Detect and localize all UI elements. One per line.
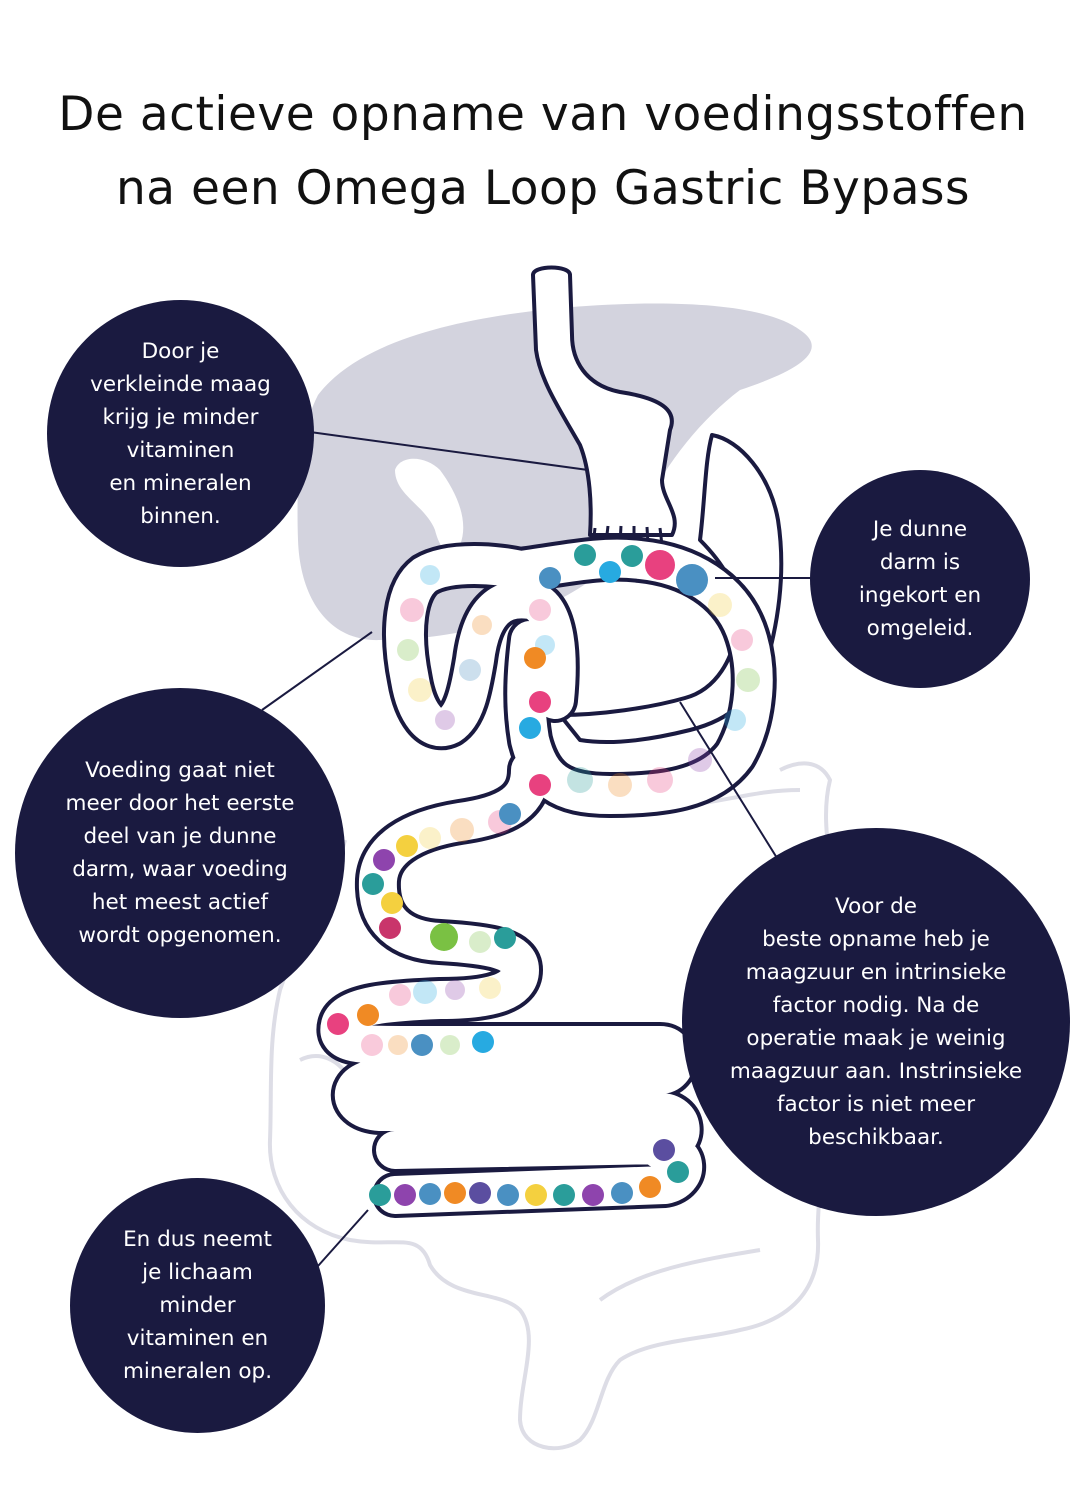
callout-acid-line: factor nodig. Na de <box>772 993 980 1018</box>
callout-intestine-line: darm is <box>879 550 961 575</box>
callout-acid-line: Voor de <box>835 894 917 919</box>
callout-intestine-line: Je dunne <box>872 517 968 542</box>
callout-bypass-line: Voeding gaat niet <box>85 758 275 783</box>
callout-intestine-line: ingekort en <box>858 583 982 608</box>
callout-intestine: Je dunne darm is ingekort en omgeleid. <box>810 470 1030 688</box>
callout-result: En dus neemt je lichaam minder vitaminen… <box>70 1178 325 1433</box>
callout-result-line: mineralen op. <box>122 1359 273 1384</box>
page-title: De actieve opname van voedingsstoffen na… <box>0 78 1086 226</box>
title-line-1: De actieve opname van voedingsstoffen <box>58 87 1028 142</box>
callout-bypass-line: het meest actief <box>91 890 269 915</box>
callout-bypass-line: darm, waar voeding <box>72 857 288 882</box>
callout-stomach-line: verkleinde maag <box>90 371 271 397</box>
callout-stomach-line: binnen. <box>140 503 221 529</box>
callout-acid-line: operatie maak je weinig <box>746 1026 1006 1051</box>
callout-acid-line: beschikbaar. <box>808 1125 944 1150</box>
callout-stomach-line: vitaminen <box>126 437 235 463</box>
callout-bypass-line: meer door het eerste <box>65 791 295 816</box>
callout-result-line: je lichaam <box>142 1260 253 1285</box>
callout-stomach-line: Door je <box>141 338 220 364</box>
esophagus-outline <box>531 265 677 537</box>
callout-acid-line: maagzuur en intrinsieke <box>745 960 1007 985</box>
callout-acid-line: beste opname heb je <box>762 927 990 952</box>
callout-stomach-line: krijg je minder <box>102 404 259 430</box>
gallbladder-shape <box>395 458 464 553</box>
callout-acid: Voor de beste opname heb je maagzuur en … <box>682 828 1070 1216</box>
callout-result-line: minder <box>159 1293 236 1318</box>
nutrient-dots <box>327 544 708 1206</box>
callout-acid-line: factor is niet meer <box>776 1092 976 1117</box>
callout-result-line: En dus neemt <box>123 1227 272 1252</box>
remnant-stomach-outline <box>558 433 784 744</box>
leader-lines <box>261 431 812 1267</box>
callout-result-line: vitaminen en <box>126 1326 269 1351</box>
callout-stomach: Door je verkleinde maag krijg je minder … <box>47 300 314 567</box>
callout-acid-line: maagzuur aan. Instrinsieke <box>729 1059 1023 1084</box>
callout-stomach-line: en mineralen <box>109 470 252 496</box>
title-line-2: na een Omega Loop Gastric Bypass <box>116 161 970 216</box>
callout-intestine-line: omgeleid. <box>866 616 974 641</box>
callout-bypass-line: wordt opgenomen. <box>78 923 282 948</box>
faded-nutrients <box>361 565 760 1056</box>
callout-bypass-line: deel van je dunne <box>83 824 277 849</box>
callout-bypass: Voeding gaat niet meer door het eerste d… <box>15 688 345 1018</box>
